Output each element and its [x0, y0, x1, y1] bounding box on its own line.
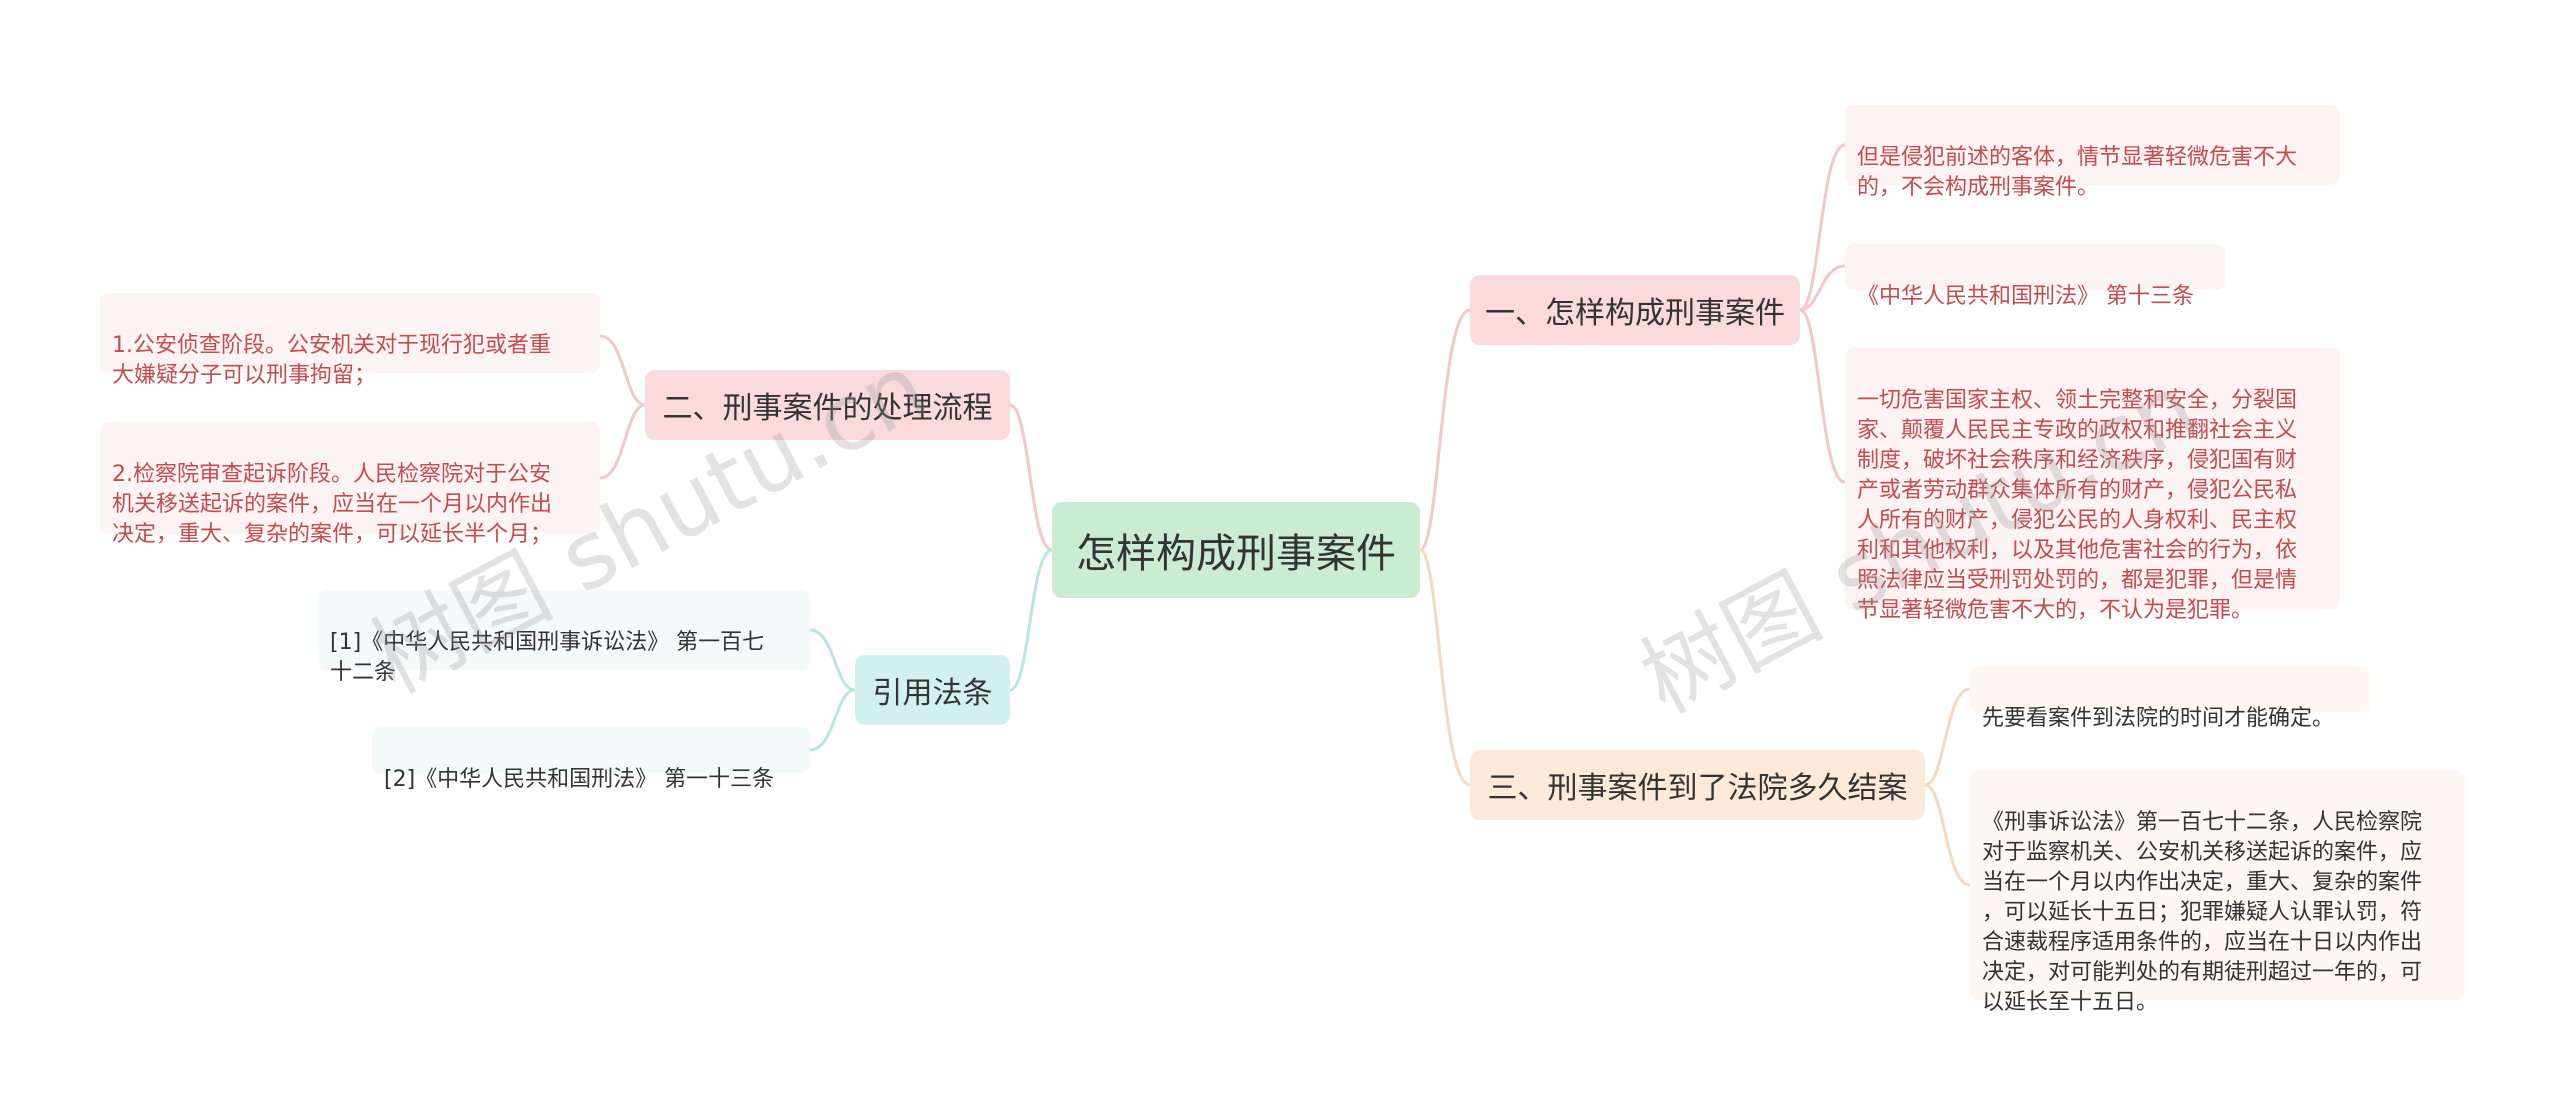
leaf-minor-harm-note[interactable]: 但是侵犯前述的客体，情节显著轻微危害不大 的，不会构成刑事案件。	[1845, 105, 2340, 200]
leaf-citation-criminal-law[interactable]: [2]《中华人民共和国刑法》 第一十三条	[372, 727, 810, 792]
root-topic-label: 怎样构成刑事案件	[1076, 531, 1396, 577]
leaf-crime-definition[interactable]: 一切危害国家主权、领土完整和安全，分裂国 家、颠覆人民民主专政的政权和推翻社会主…	[1845, 348, 2340, 623]
branch-processing-flow[interactable]: 二、刑事案件的处理流程	[645, 370, 1010, 440]
leaf-text: [2]《中华人民共和国刑法》 第一十三条	[384, 767, 775, 792]
branch-label: 三、刑事案件到了法院多久结案	[1487, 771, 1908, 806]
branch-label: 引用法条	[872, 676, 993, 711]
leaf-text: 但是侵犯前述的客体，情节显著轻微危害不大 的，不会构成刑事案件。	[1857, 145, 2298, 200]
branch-cited-laws[interactable]: 引用法条	[855, 655, 1010, 725]
branch-label: 一、怎样构成刑事案件	[1485, 296, 1785, 331]
leaf-text: 1.公安侦查阶段。公安机关对于现行犯或者重 大嫌疑分子可以刑事拘留；	[112, 333, 551, 388]
leaf-citation-procedure-law[interactable]: [1]《中华人民共和国刑事诉讼法》 第一百七 十二条	[318, 590, 810, 685]
leaf-procedure-law-art172[interactable]: 《刑事诉讼法》第一百七十二条，人民检察院 对于监察机关、公安机关移送起诉的案件，…	[1970, 770, 2465, 1015]
leaf-text: 一切危害国家主权、领土完整和安全，分裂国 家、颠覆人民民主专政的政权和推翻社会主…	[1857, 388, 2298, 623]
leaf-text: 2.检察院审查起诉阶段。人民检察院对于公安 机关移送起诉的案件，应当在一个月以内…	[112, 462, 553, 547]
branch-court-duration[interactable]: 三、刑事案件到了法院多久结案	[1470, 750, 1925, 820]
leaf-procuratorate-review[interactable]: 2.检察院审查起诉阶段。人民检察院对于公安 机关移送起诉的案件，应当在一个月以内…	[100, 422, 600, 547]
leaf-text: [1]《中华人民共和国刑事诉讼法》 第一百七 十二条	[330, 630, 765, 685]
leaf-police-investigation[interactable]: 1.公安侦查阶段。公安机关对于现行犯或者重 大嫌疑分子可以刑事拘留；	[100, 293, 600, 388]
branch-label: 二、刑事案件的处理流程	[662, 391, 993, 426]
leaf-criminal-law-art13[interactable]: 《中华人民共和国刑法》 第十三条	[1845, 244, 2225, 309]
leaf-depends-on-time[interactable]: 先要看案件到法院的时间才能确定。	[1970, 666, 2370, 731]
leaf-text: 《刑事诉讼法》第一百七十二条，人民检察院 对于监察机关、公安机关移送起诉的案件，…	[1982, 810, 2423, 1015]
branch-how-to-constitute[interactable]: 一、怎样构成刑事案件	[1470, 275, 1800, 345]
root-topic[interactable]: 怎样构成刑事案件	[1052, 502, 1420, 598]
leaf-text: 先要看案件到法院的时间才能确定。	[1982, 706, 2335, 731]
leaf-text: 《中华人民共和国刑法》 第十三条	[1857, 284, 2194, 309]
